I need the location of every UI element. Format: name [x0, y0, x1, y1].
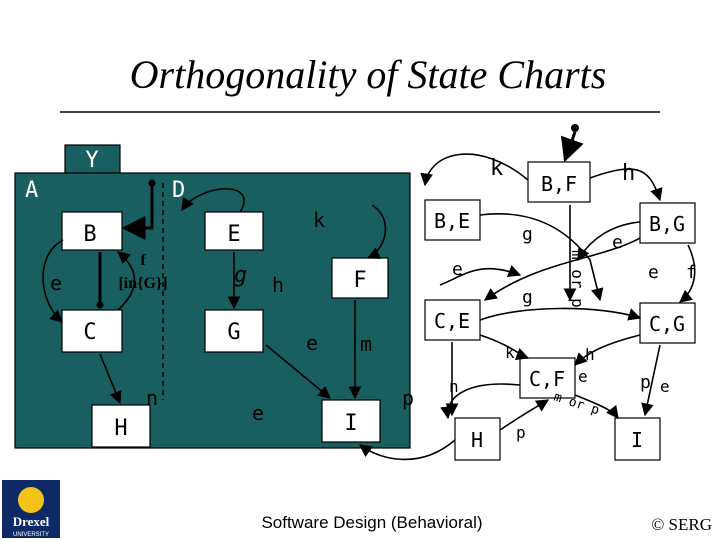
edge-f-in: [366, 204, 387, 259]
initial-edge-bf: [560, 131, 584, 163]
event-e-left: e: [50, 271, 62, 295]
state-bg-label: B,G: [649, 212, 685, 236]
state-cg-box[interactable]: [639, 302, 696, 344]
state-c-box[interactable]: [61, 309, 123, 353]
state-g-label: G: [227, 320, 240, 345]
edge-c-h: [99, 353, 122, 405]
event-g-mid: g: [234, 263, 247, 288]
event-f-guard: f: [140, 252, 146, 269]
event-e-lower: e: [252, 401, 264, 425]
edge-bg-ce-e: [483, 237, 641, 301]
edge-bf-k: [420, 153, 529, 187]
state-be-box[interactable]: [424, 199, 481, 241]
event-g-lower: g: [522, 287, 533, 308]
event-m-or-p-diag: m or p: [552, 390, 601, 419]
event-n-left: n: [146, 386, 158, 410]
state-bg-box[interactable]: [639, 202, 696, 244]
edge-ce-cf-k: [479, 334, 530, 360]
edge-h-cf-p: [499, 399, 550, 431]
event-k-top: k: [490, 156, 503, 181]
state-bf-box[interactable]: [527, 161, 591, 203]
state-i-right-box[interactable]: [614, 417, 661, 461]
event-h-top: h: [622, 161, 635, 186]
edge-h-i-left: [358, 439, 456, 461]
edge-bg-cg-f: [679, 244, 696, 303]
edge-cg-i-p: [641, 344, 661, 417]
edge-b-to-c-e: [42, 239, 64, 323]
state-b-label: B: [83, 222, 96, 247]
edge-c-to-b-f: [117, 251, 136, 311]
event-m-or-p-vertical: m or p: [568, 250, 587, 308]
event-h-mid: h: [272, 273, 284, 297]
state-i-mid-box[interactable]: [321, 399, 381, 443]
state-d-label: D: [172, 178, 185, 203]
event-e-mid: e: [306, 331, 318, 355]
event-e-cg: e: [660, 377, 670, 396]
event-e-bg-upper: e: [612, 232, 623, 253]
event-g-top: g: [522, 224, 533, 245]
state-bf-label: B,F: [541, 172, 577, 196]
edge-cf-h-n: [440, 383, 521, 420]
event-e-bg-lower: e: [648, 262, 659, 283]
state-g-box[interactable]: [204, 309, 264, 353]
edge-e-self: [181, 188, 245, 213]
edge-bg-e: [577, 221, 641, 262]
state-y-label: Y: [85, 148, 98, 173]
state-cg-label: C,G: [649, 312, 685, 336]
event-guard-in-g: [in{G}]: [118, 275, 167, 292]
state-f-box[interactable]: [331, 257, 389, 299]
edge-cf-i-m-or-p: [574, 394, 619, 420]
event-p-cf: p: [516, 423, 526, 442]
state-h-right-label: H: [471, 428, 483, 452]
edge-be-f-e: [439, 264, 522, 286]
slide-title: Orthogonality of State Charts: [130, 52, 607, 97]
edge-g-i: [265, 344, 331, 399]
drexel-logo-sub: UNIVERSITY: [13, 532, 49, 538]
event-n-right: n: [449, 377, 459, 396]
event-f-right: f: [686, 262, 697, 283]
initial-edge-b: [121, 185, 154, 240]
event-h-cf: h: [585, 345, 595, 364]
state-a-label: A: [25, 178, 38, 203]
state-h-left-box[interactable]: [91, 404, 151, 448]
event-m-mid: m: [360, 332, 372, 356]
state-h-left-label: H: [114, 416, 127, 441]
footer-copyright: © SERG: [651, 515, 712, 534]
edge-ce-cg-g: [479, 307, 642, 321]
drexel-logo-name: Drexel: [13, 514, 50, 529]
state-cf-box[interactable]: [519, 357, 576, 399]
event-e-be-f: e: [452, 259, 463, 280]
state-e-box[interactable]: [204, 211, 264, 251]
event-p-cg: p: [640, 372, 651, 393]
drexel-dragon-icon: [18, 487, 44, 513]
state-be-label: B,E: [434, 209, 470, 233]
edge-cg-cf-h: [574, 334, 641, 366]
event-e-cf: e: [578, 367, 588, 386]
state-cf-label: C,F: [529, 367, 565, 391]
state-f-label: F: [353, 268, 366, 293]
state-ce-box[interactable]: [424, 299, 481, 341]
state-i-mid-label: I: [344, 411, 357, 436]
edge-bf-bg-h: [589, 168, 663, 202]
event-k-mid: k: [313, 208, 325, 232]
footer-course: Software Design (Behavioral): [261, 513, 482, 532]
state-i-right-label: I: [631, 428, 643, 452]
event-k-ce: k: [505, 343, 515, 362]
event-p-lower: p: [402, 386, 414, 410]
state-e-label: E: [227, 222, 240, 247]
state-b-box[interactable]: [61, 211, 123, 251]
state-ce-label: C,E: [434, 309, 470, 333]
state-h-right-box[interactable]: [454, 417, 501, 461]
state-c-label: C: [83, 320, 96, 345]
